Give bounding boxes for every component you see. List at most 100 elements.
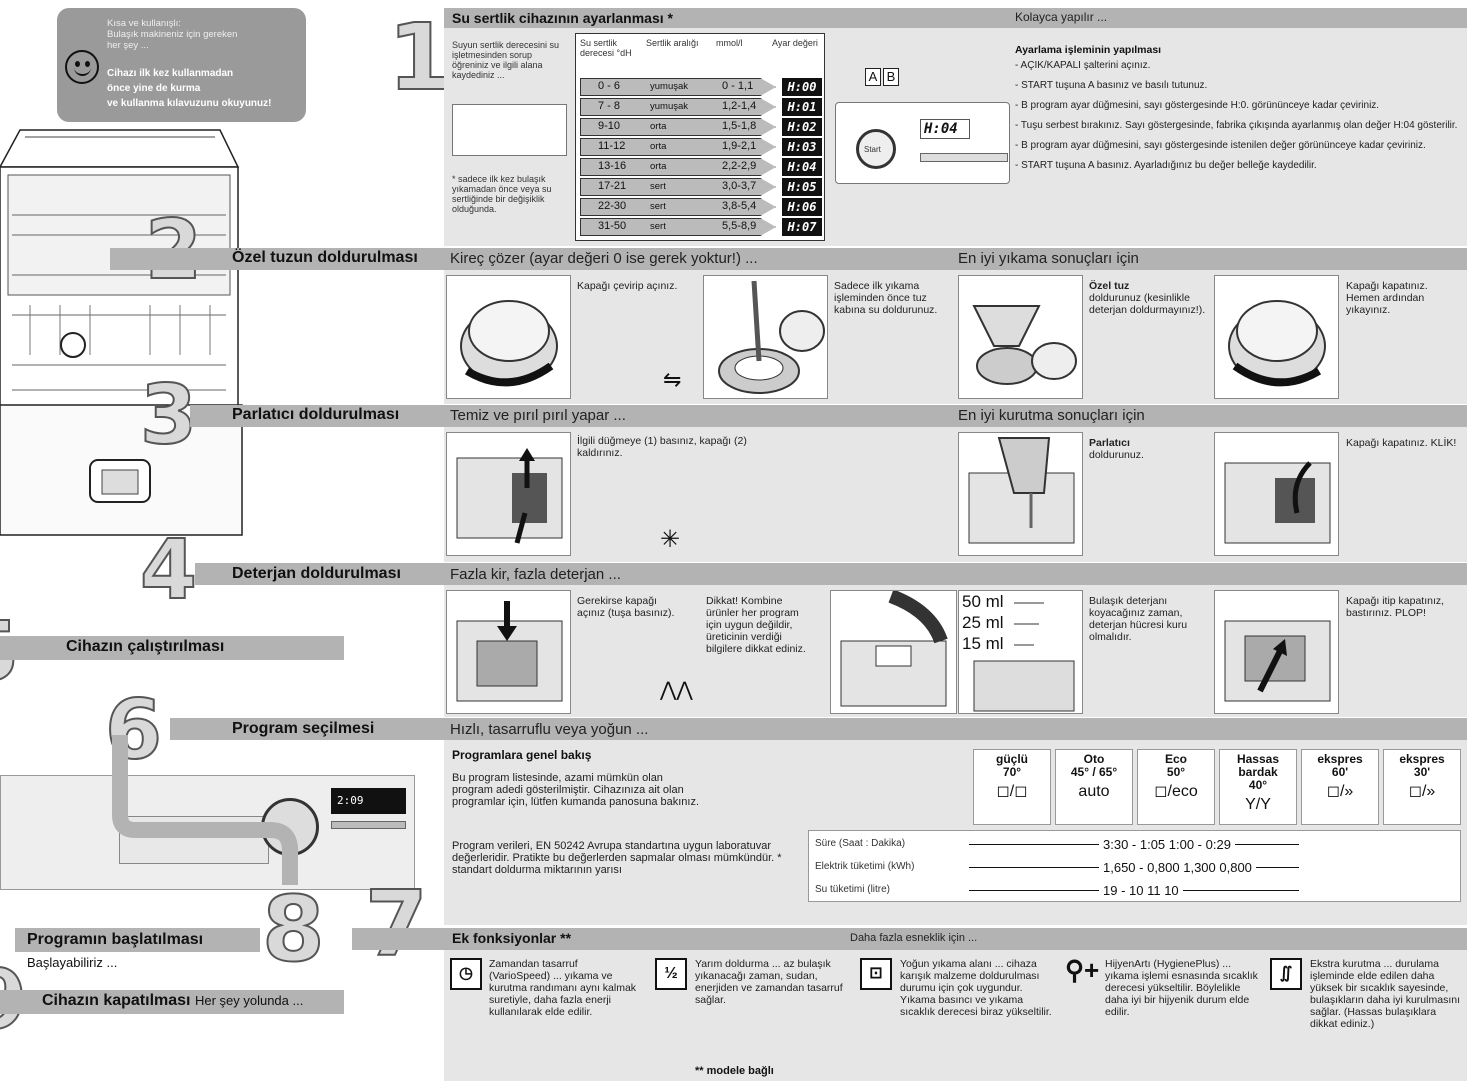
salt-step3-text: Özel tuz doldurunuz (kesinlikle deterjan… — [1089, 280, 1209, 316]
extra-dry-icon: ∬ — [1270, 958, 1302, 990]
hardness-mmol: 5,5-8,9 — [722, 220, 757, 232]
dishwasher-illustration — [0, 129, 243, 536]
section9-subtitle: Her şey yolunda ... — [194, 993, 304, 1008]
hardness-dh: 7 - 8 — [598, 100, 621, 112]
section5-title: Cihazın çalıştırılması — [66, 638, 225, 655]
intro-line: Bulaşık makineniz için gereken — [107, 29, 238, 40]
program-name: ekspres — [1399, 752, 1445, 766]
step-number-1: 1 — [387, 4, 453, 111]
hardness-mmol: 1,5-1,8 — [722, 120, 757, 132]
program-icon: auto — [1078, 783, 1110, 800]
knob-label: Start — [864, 145, 881, 154]
hardness-range: sert — [650, 181, 666, 192]
hardness-mmol: 1,2-1,4 — [722, 100, 757, 112]
intro-bold: önce yine de kurma — [107, 83, 201, 94]
hardness-mmol: 1,9-2,1 — [722, 140, 757, 152]
salt-step1-text: Kapağı çevirip açınız. — [577, 280, 678, 292]
feature-extra-dry: Ekstra kurutma ... durulama işleminde el… — [1310, 958, 1460, 1030]
hygiene-plus-icon: ⚲+ — [1065, 955, 1100, 985]
program-temp: 60' — [1331, 765, 1349, 779]
consumption-row: Süre (Saat : Dakika)3:30 - 1:05 1:00 - 0… — [809, 835, 1460, 855]
section2-sub2: En iyi yıkama sonuçları için — [958, 250, 1139, 267]
program-overview-text: Bu program listesinde, azami mümkün olan… — [452, 772, 700, 808]
rinse-step1-text: İlgili düğmeye (1) basınız, kapağı (2) k… — [577, 435, 747, 459]
salt-step2-text: Sadece ilk yıkama işleminden önce tuz ka… — [834, 280, 938, 316]
col-dh-header: Su sertlik derecesi °dH — [580, 38, 632, 58]
hardness-row: 7 - 8 yumuşak 1,2-1,4 H:01 — [580, 98, 822, 116]
detergent-step4-text: Kapağı itip kapatınız, bastırınız. PLOP! — [1346, 595, 1445, 619]
hardness-mmol: 0 - 1,1 — [722, 80, 754, 92]
program-name: güçlü — [996, 752, 1028, 766]
section5-band — [0, 636, 344, 660]
hardness-dh: 17-21 — [598, 180, 627, 192]
section7-subtitle: Daha fazla esneklik için ... — [850, 932, 978, 944]
section6-sub1: Hızlı, tasarruflu veya yoğun ... — [450, 721, 649, 738]
step-number-3: 3 — [139, 368, 198, 463]
intro-line: Kısa ve kullanışlı: — [107, 18, 181, 29]
detergent-measure-illustration: 50 ml 25 ml 15 ml — [958, 590, 1083, 714]
col-range-header: Sertlik aralığı — [646, 38, 699, 48]
hardness-setting: H:00 — [782, 78, 822, 96]
section2-title: Özel tuzun doldurulması — [232, 249, 418, 266]
intro-line: her şey ... — [107, 40, 149, 51]
rinse-step2-text: Parlatıcı doldurunuz. — [1089, 437, 1209, 461]
sparkle-icon: ✳ — [660, 526, 681, 553]
section7-title: Ek fonksiyonlar ** — [452, 930, 572, 946]
section4-title: Deterjan doldurulması — [232, 565, 401, 582]
program-knob[interactable]: Start — [856, 129, 896, 169]
consumption-label: Su tüketimi (litre) — [815, 884, 891, 895]
program-icon: ◻/» — [1326, 783, 1354, 800]
program-overview-title: Programlara genel bakış — [452, 748, 592, 762]
setting-step: - B program ayar düğmesini, sayı gösterg… — [1015, 140, 1426, 151]
hardness-range: orta — [650, 141, 667, 152]
setting-steps: - AÇIK/KAPALI şalterini açınız.- START t… — [1015, 60, 1460, 180]
hardness-dh: 0 - 6 — [598, 80, 621, 92]
hardness-setting: H:01 — [782, 98, 822, 116]
detergent-tab-illustration — [830, 590, 957, 714]
section6-title: Program seçilmesi — [232, 720, 375, 737]
hardness-intro: Suyun sertlik derecesini su işletmesinde… — [452, 40, 560, 80]
hardness-range: sert — [650, 221, 666, 232]
ml-25-label: 25 ml — [962, 613, 1004, 632]
ml-50-label: 50 ml — [962, 592, 1004, 611]
hardness-range: yumuşak — [650, 101, 689, 112]
intro-box: Kısa ve kullanışlı: Bulaşık makineniz iç… — [57, 8, 306, 122]
salt-symbol-icon: ⇋ — [663, 367, 682, 392]
consumption-label: Elektrik tüketimi (kWh) — [815, 861, 915, 872]
consumption-table: Süre (Saat : Dakika)3:30 - 1:05 1:00 - 0… — [808, 830, 1461, 902]
section9-heading: Cihazın kapatılması Her şey yolunda ... — [42, 992, 303, 1010]
hardness-entry-box[interactable] — [452, 104, 567, 156]
section9-title: Cihazın kapatılması — [42, 992, 191, 1009]
section3-title: Parlatıcı doldurulması — [232, 406, 400, 423]
model-footnote: ** modele bağlı — [695, 1065, 774, 1077]
hardness-dh: 22-30 — [598, 200, 627, 212]
section8-band — [15, 928, 260, 952]
hardness-range: sert — [650, 201, 666, 212]
detergent-close-illustration — [1214, 590, 1339, 714]
detergent-step1-text: Gerekirse kapağı açınız (tuşa basınız). — [577, 595, 675, 619]
program-icon: ◻/eco — [1154, 783, 1198, 800]
section8-title: Programın başlatılması — [27, 931, 204, 948]
hardness-setting: H:03 — [782, 138, 822, 156]
salt-cap-open-illustration — [446, 275, 571, 399]
step-number-8: 8 — [261, 877, 326, 982]
hardness-range: yumuşak — [650, 81, 689, 92]
panel-buttons[interactable] — [920, 153, 1008, 162]
step-number-4: 4 — [139, 523, 198, 618]
hardness-range: orta — [650, 161, 667, 172]
col-set-header: Ayar değeri — [772, 38, 818, 48]
feature-hygiene-plus: HijyenArtı (HygienePlus) ... yıkama işle… — [1105, 958, 1258, 1018]
smiley-icon — [65, 50, 99, 84]
consumption-row: Su tüketimi (litre)19 - 10 11 10 — [809, 881, 1460, 901]
rinse-close-illustration — [1214, 432, 1339, 556]
section4-sub1: Fazla kir, fazla deterjan ... — [450, 566, 621, 583]
label-b: B — [883, 68, 899, 86]
panel-lcd-value: 2:09 — [337, 794, 364, 807]
hardness-range: orta — [650, 121, 667, 132]
